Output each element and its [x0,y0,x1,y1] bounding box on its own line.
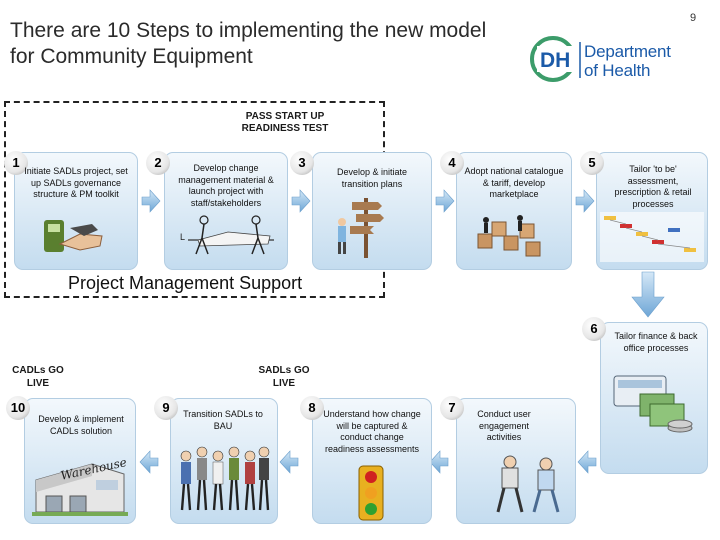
finance-calculator-icon [613,375,693,433]
step-number-5: 5 [580,151,604,175]
step-box-1 [14,152,138,270]
project-management-label: Project Management Support [68,273,303,293]
step-number-6: 6 [582,317,606,341]
page-title: There are 10 Steps to implementing the n… [10,19,487,68]
step-box-2 [164,152,288,270]
step-text-7: Conduct user engagement activities [477,409,531,442]
milestone-pass-start: PASS START UP READINESS TEST [241,111,329,134]
warehouse-icon [32,463,128,516]
step-number-4: 4 [440,151,464,175]
team-crowd-icon [180,446,270,511]
logo-line-2: of Health [584,61,651,80]
step-text-4: Adopt national catalogue & tariff, devel… [464,166,564,199]
arrow-6-7 [577,450,597,474]
arrow-1-2 [141,189,161,213]
step-text-10: Develop & implement CADLs solution [38,414,124,436]
step-number-2: 2 [146,151,170,175]
user-engagement-people-icon [496,455,560,513]
page-number: 9 [690,12,697,24]
traffic-light-icon [358,465,384,521]
milestone-cadls-go-live: CADLs GO LIVE [12,365,64,389]
arrow-9-10 [139,450,159,474]
step-text-9: Transition SADLs to BAU [183,409,263,431]
arrow-8-9 [279,450,299,474]
step-number-8: 8 [300,396,324,420]
step-text-3: Develop & initiate transition plans [336,167,408,189]
signpost-icon [338,198,384,258]
step-number-9: 9 [154,396,178,420]
step-text-6: Tailor finance & back office processes [614,331,698,353]
handshake-toolkit-icon [44,220,103,252]
arrow-3-4 [435,189,455,213]
logo-line-1: Department [584,42,671,61]
process-flowchart-icon [600,212,704,262]
logo-name: Department of Health [584,42,671,80]
step-number-10: 10 [6,396,30,420]
arrow-7-8 [429,450,449,474]
step-box-3 [312,152,432,270]
step-text-2: Develop change management material & lau… [178,163,274,208]
svg-text:L: L [180,232,185,242]
planning-people-icon: L [180,215,274,255]
arrow-2-3 [291,189,311,213]
milestone-sadls-go-live: SADLs GO LIVE [258,365,310,389]
step-number-3: 3 [290,151,314,175]
step-number-7: 7 [440,396,464,420]
arrow-5-6 [631,271,665,318]
catalogue-boxes-icon [477,215,541,257]
step-text-1: Initiate SADLs project, set up SADLs gov… [24,166,128,199]
step-text-8: Understand how change will be captured &… [323,409,421,454]
step-text-5: Tailor 'to be' assessment, prescription … [614,164,692,209]
dh-logo-icon: DH [530,36,581,82]
logo-initials: DH [540,49,570,72]
arrow-4-5 [575,189,595,213]
step-number-1: 1 [4,151,28,175]
